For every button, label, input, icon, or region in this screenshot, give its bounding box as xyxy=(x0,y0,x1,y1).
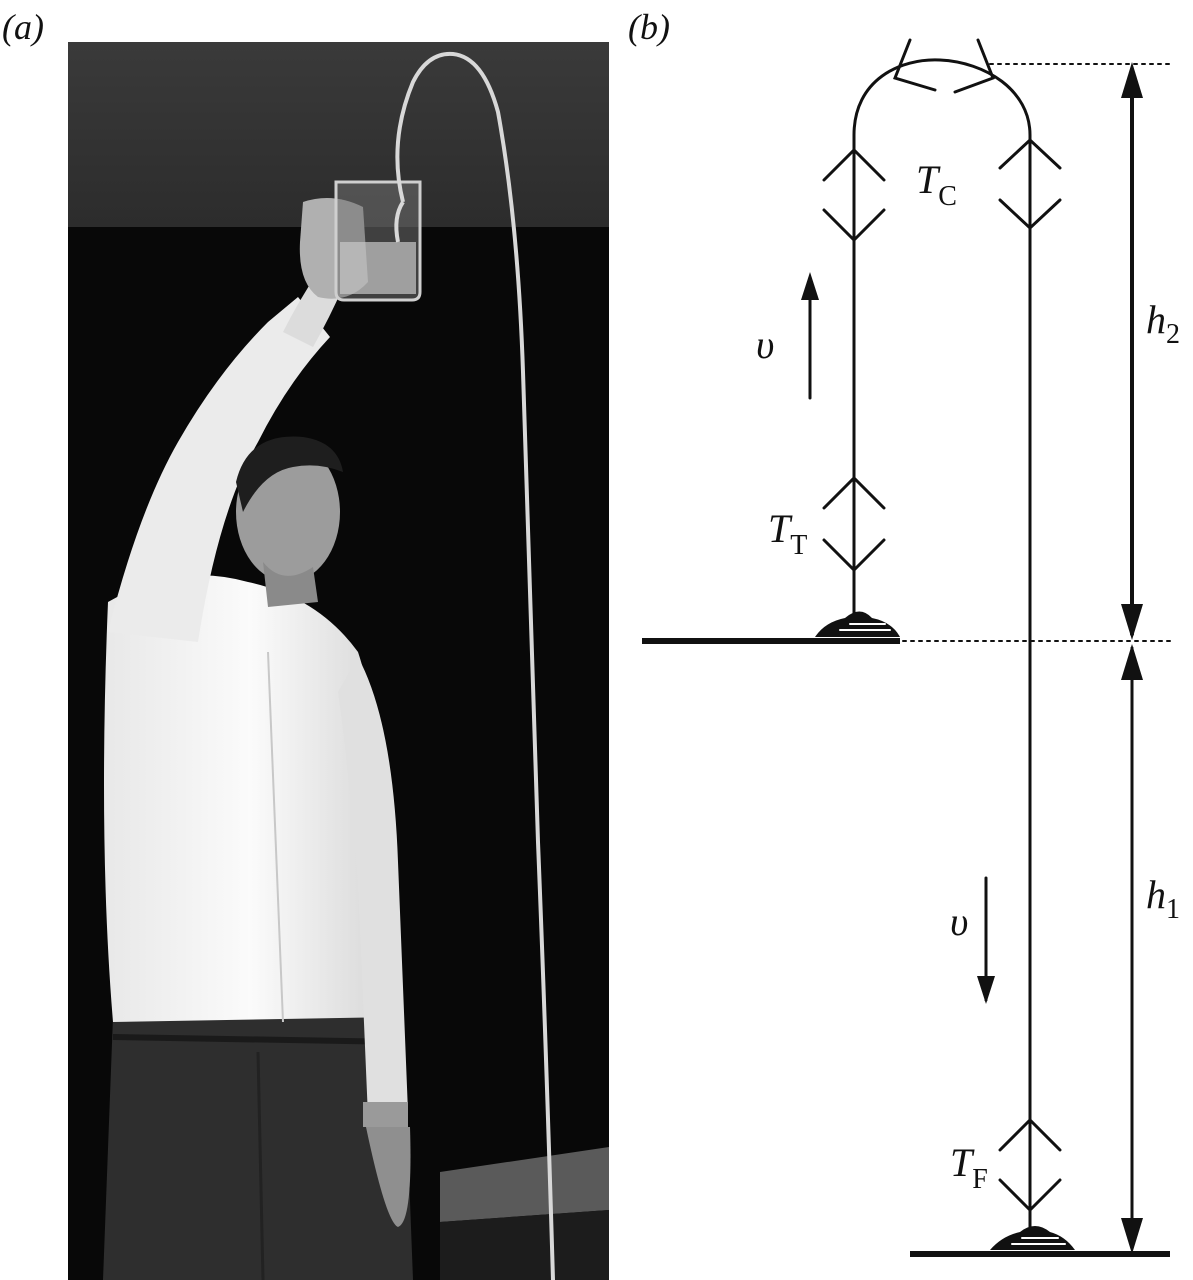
height-h1-label: h1 xyxy=(1146,872,1180,925)
arc-chevron-right xyxy=(953,38,995,94)
tension-top-left-up xyxy=(822,147,886,182)
tension-top-right-down xyxy=(998,198,1062,231)
lowered-hand xyxy=(366,1127,411,1227)
tension-table-down xyxy=(822,538,886,573)
panel-a-label: (a) xyxy=(2,7,44,47)
chain-fountain-schematic: TC TT TF υ υ h2 h1 xyxy=(642,38,1180,1257)
beads-in-beaker xyxy=(340,242,416,294)
velocity-up-head xyxy=(801,272,819,300)
velocity-up-label: υ xyxy=(756,322,774,367)
tension-floor-label: TF xyxy=(950,1140,988,1195)
velocity-down-label: υ xyxy=(950,899,968,944)
tension-top-left-down xyxy=(822,208,886,243)
raised-arm xyxy=(108,297,330,642)
h2-bottom-head xyxy=(1121,604,1143,640)
arc-chevron-left xyxy=(893,38,937,92)
chain-fountain-photo xyxy=(68,42,609,1280)
hair xyxy=(236,436,343,512)
panel-b-label: (b) xyxy=(628,7,670,47)
tension-table-up xyxy=(822,475,886,510)
velocity-down-head xyxy=(977,976,995,1004)
tension-top-right-up xyxy=(998,137,1062,170)
tension-top-label: TC xyxy=(916,157,957,212)
tension-table-label: TT xyxy=(768,506,807,561)
table xyxy=(440,1147,609,1222)
h1-bottom-head xyxy=(1121,1218,1143,1254)
height-h2-label: h2 xyxy=(1146,297,1180,350)
h2-top-head xyxy=(1121,62,1143,98)
bead-chain xyxy=(395,51,555,1280)
tension-floor-up xyxy=(998,1117,1062,1152)
tension-floor-down xyxy=(998,1178,1062,1213)
jeans xyxy=(103,1017,413,1280)
lowered-arm xyxy=(338,657,408,1117)
h1-top-head xyxy=(1121,644,1143,680)
chain-path xyxy=(852,58,1032,1242)
shirt xyxy=(104,575,398,1022)
